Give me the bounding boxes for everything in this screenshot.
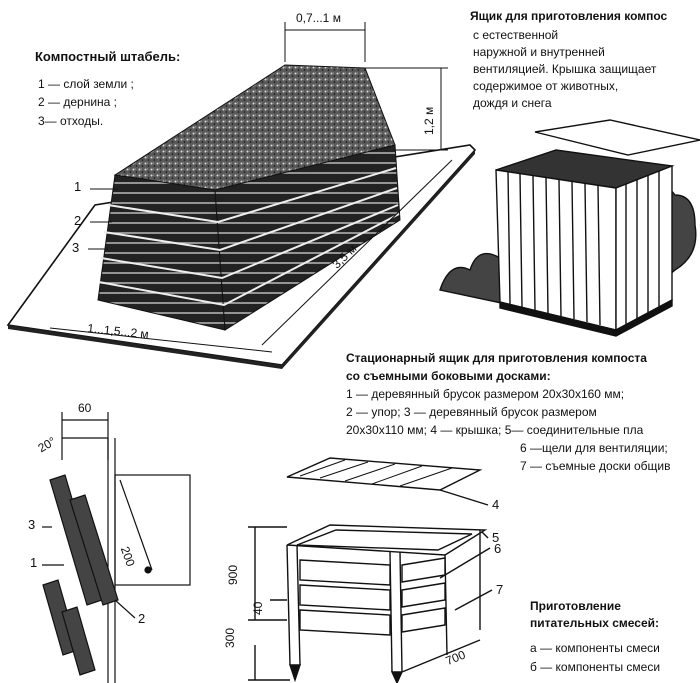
detail-callout-2: 2 — [138, 611, 146, 626]
pile-dim-top-width: 0,7...1 м — [296, 11, 341, 25]
pile-dim-height: 1,2 м — [422, 106, 436, 135]
pile-legend-1: 1 — слой земли ; — [38, 77, 134, 91]
ventilated-box-line-4: содержимое от животных, — [473, 79, 619, 93]
detail-callout-1: 1 — [30, 555, 38, 570]
stationary-box-title-2: со съемными боковыми досками: — [346, 369, 551, 383]
ventilated-box-line-3: вентиляцией. Крышка защищает — [473, 62, 657, 76]
ventilated-box — [439, 119, 700, 337]
detail-callout-3: 3 — [28, 517, 36, 532]
detail-dim-60: 60 — [78, 401, 92, 415]
pile-dimension-lines — [49, 22, 453, 353]
stationary-box — [248, 457, 493, 683]
pile-callout-3: 3 — [72, 240, 80, 255]
ventilated-box-line-2: наружной и внутренней — [473, 45, 605, 59]
stationary-box-line-4: 6 —щели для вентиляции; — [520, 441, 668, 455]
box-callout-6: 6 — [494, 541, 502, 556]
pile-callout-1: 1 — [74, 179, 82, 194]
box-dim-40: 40 — [251, 601, 265, 615]
pile-legend-3: 3— отходы. — [38, 114, 104, 128]
box-dim-300: 300 — [223, 627, 237, 648]
mixes-title-1: Приготовление — [530, 599, 621, 613]
stationary-box-title-1: Стационарный ящик для приготовления комп… — [346, 351, 647, 365]
box-callout-7: 7 — [496, 582, 504, 597]
ventilated-box-line-1: с естественной — [473, 28, 559, 42]
mixes-title-2: питательных смесей: — [530, 616, 660, 630]
compost-pile-title: Компостный штабель: — [35, 49, 181, 64]
ventilated-box-title: Ящик для приготовления компос — [470, 9, 668, 23]
stationary-box-line-1: 1 — деревянный брусок размером 20x30x160… — [346, 387, 625, 401]
pile-legend-2: 2 — дернина ; — [38, 95, 117, 109]
stationary-box-line-2: 2 — упор; 3 — деревянный брусок размером — [346, 405, 597, 419]
box-callout-5: 5 — [492, 530, 500, 545]
pile-callout-leaders — [88, 188, 118, 250]
slat-detail — [42, 412, 191, 683]
compost-pile — [97, 64, 401, 331]
mixes-line-b: б — компоненты смеси — [530, 660, 661, 674]
stationary-box-line-3: 20x30x110 мм; 4 — крышка; 5— соединитель… — [346, 423, 644, 437]
ventilated-box-line-5: дождя и снега — [473, 96, 552, 110]
box-callout-4: 4 — [492, 497, 500, 512]
mixes-line-a: а — компоненты смеси — [530, 641, 660, 655]
stationary-box-line-5: 7 — съемные доски общив — [520, 459, 671, 473]
pile-callout-2: 2 — [74, 213, 82, 228]
box-dim-900: 900 — [226, 564, 240, 585]
